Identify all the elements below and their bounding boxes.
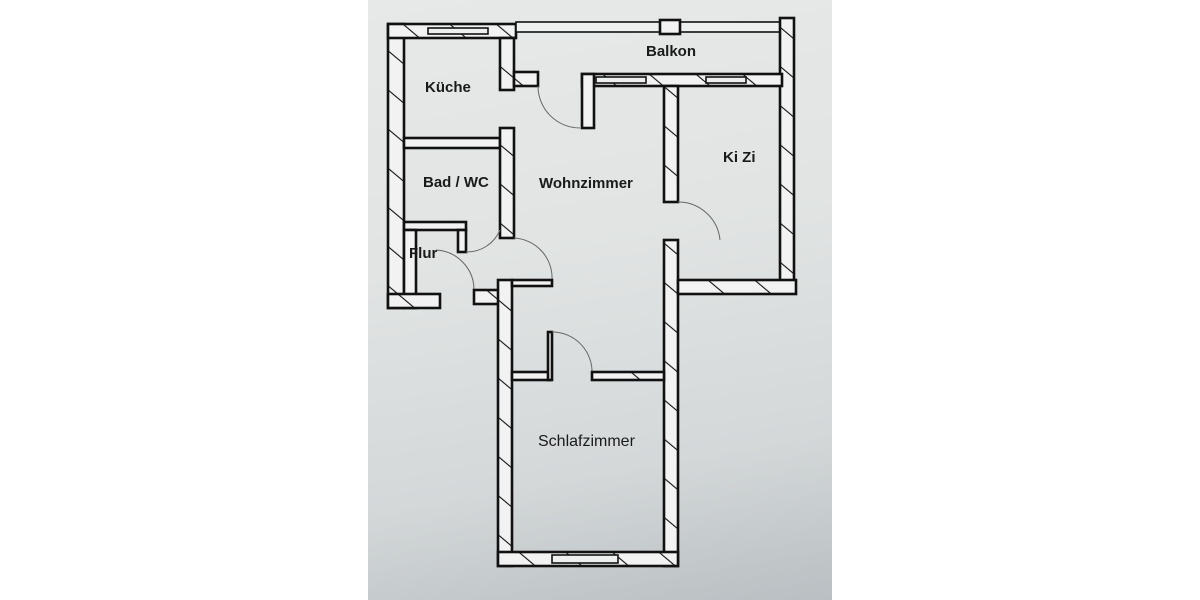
room-label-kueche: Küche (425, 79, 471, 96)
room-label-bad-wc: Bad / WC (423, 174, 489, 191)
room-label-ki-zi: Ki Zi (723, 149, 756, 166)
room-label-schlafzimmer: Schlafzimmer (538, 433, 635, 450)
window-schlafzimmer (551, 554, 619, 564)
paper-sheet (368, 0, 832, 600)
window-kueche (427, 27, 489, 35)
wall-left-outer (386, 22, 406, 310)
room-label-balkon: Balkon (646, 43, 697, 60)
balkon-railing (515, 21, 781, 33)
room-label-wohnzimmer: Wohnzimmer (539, 175, 633, 192)
room-label-flur: Flur (409, 245, 438, 262)
